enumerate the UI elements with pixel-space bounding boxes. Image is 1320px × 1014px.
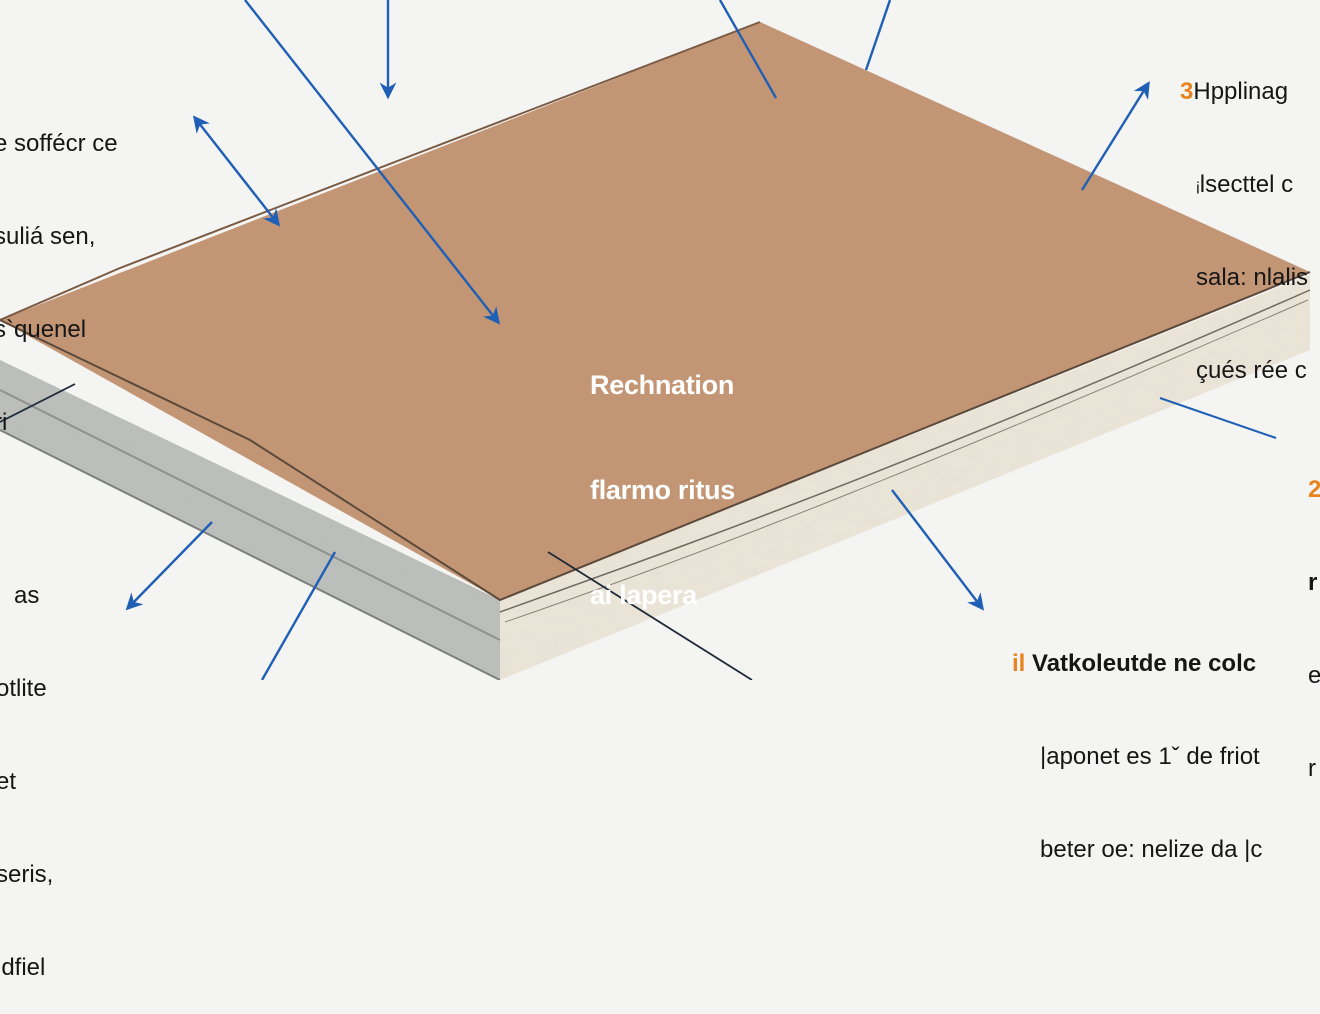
leader-arrow: [260, 551, 337, 680]
label-number: 2: [1308, 476, 1320, 503]
label-line: 3Hpplinag: [1180, 76, 1308, 107]
label-line: seris,: [0, 861, 54, 888]
label-line: il Vatkoleutde ne colc: [1012, 648, 1262, 679]
label-line: idfiel: [0, 954, 46, 981]
leader-arrow: [125, 521, 213, 611]
label-line: s`quenel: [0, 316, 87, 343]
top-surface-front-edge: [0, 271, 1311, 602]
top-surface-texture: [0, 22, 1310, 600]
label-bottom-right: il Vatkoleutde ne colc |aponet es 1ˇ de …: [1012, 586, 1262, 896]
foam-fibre-line: [504, 299, 1309, 623]
label-line: r: [1308, 569, 1318, 596]
label-mid-right: 2 r e r: [1308, 412, 1320, 815]
label-line: e soffécr ce: [0, 130, 118, 157]
label-text: Vatkoleutde ne colc: [1032, 650, 1257, 677]
label-line: ᵢlsecttel c: [1196, 171, 1294, 198]
label-line: et: [0, 768, 17, 795]
label-line: beter oe: nelize da |c: [1040, 836, 1263, 863]
label-top-right: 3Hpplinag ᵢlsecttel c sala: nlalis çués …: [1180, 14, 1308, 417]
leader-arrow: [192, 115, 281, 227]
center-label-line: flarmo ritus: [590, 475, 735, 505]
top-surface-rough-edge: [0, 21, 761, 321]
label-line: ri: [0, 409, 8, 436]
leader-arrow: [891, 489, 985, 611]
gray-layer-edge: [0, 389, 501, 641]
label-bottom-left: as otlite et seris, idfiel: [0, 518, 53, 1014]
label-line: |aponet es 1ˇ de friot: [1040, 743, 1260, 770]
label-line: as: [14, 582, 40, 609]
label-number: il: [1012, 650, 1026, 677]
leader-line: [547, 551, 753, 680]
leader-line: [0, 383, 76, 423]
slab: [0, 21, 1311, 680]
label-line: otlite: [0, 675, 47, 702]
label-line: sala: nlalis: [1196, 264, 1309, 291]
foam-insulation-texture: [500, 275, 1310, 680]
label-line: çués rée c: [1196, 357, 1307, 384]
label-top-left: e soffécr ce suliá sen, s`quenel ri: [0, 66, 118, 469]
leader-arrow: [1159, 397, 1277, 439]
leaders: [0, 0, 1277, 680]
label-line: suliá sen,: [0, 223, 96, 250]
gray-layer-edge: [0, 429, 501, 680]
label-text: Hpplinag: [1193, 78, 1289, 105]
center-label-line: Rechnation: [590, 370, 735, 400]
center-surface-label: Rechnation flarmo ritus ai lapera: [590, 298, 735, 648]
layered-slab-diagram: [0, 0, 1311, 680]
leader-arrow: [864, 0, 892, 71]
center-label-line: ai lapera: [590, 580, 697, 610]
leader-arrow: [718, 0, 778, 99]
label-number: 3: [1180, 78, 1194, 105]
gray-base-texture: [0, 360, 500, 680]
label-line: r: [1308, 755, 1316, 782]
leader-arrow: [244, 0, 501, 325]
label-line: e: [1308, 662, 1320, 689]
foam-fibre-line: [499, 289, 1311, 613]
leader-arrow: [1080, 81, 1150, 191]
